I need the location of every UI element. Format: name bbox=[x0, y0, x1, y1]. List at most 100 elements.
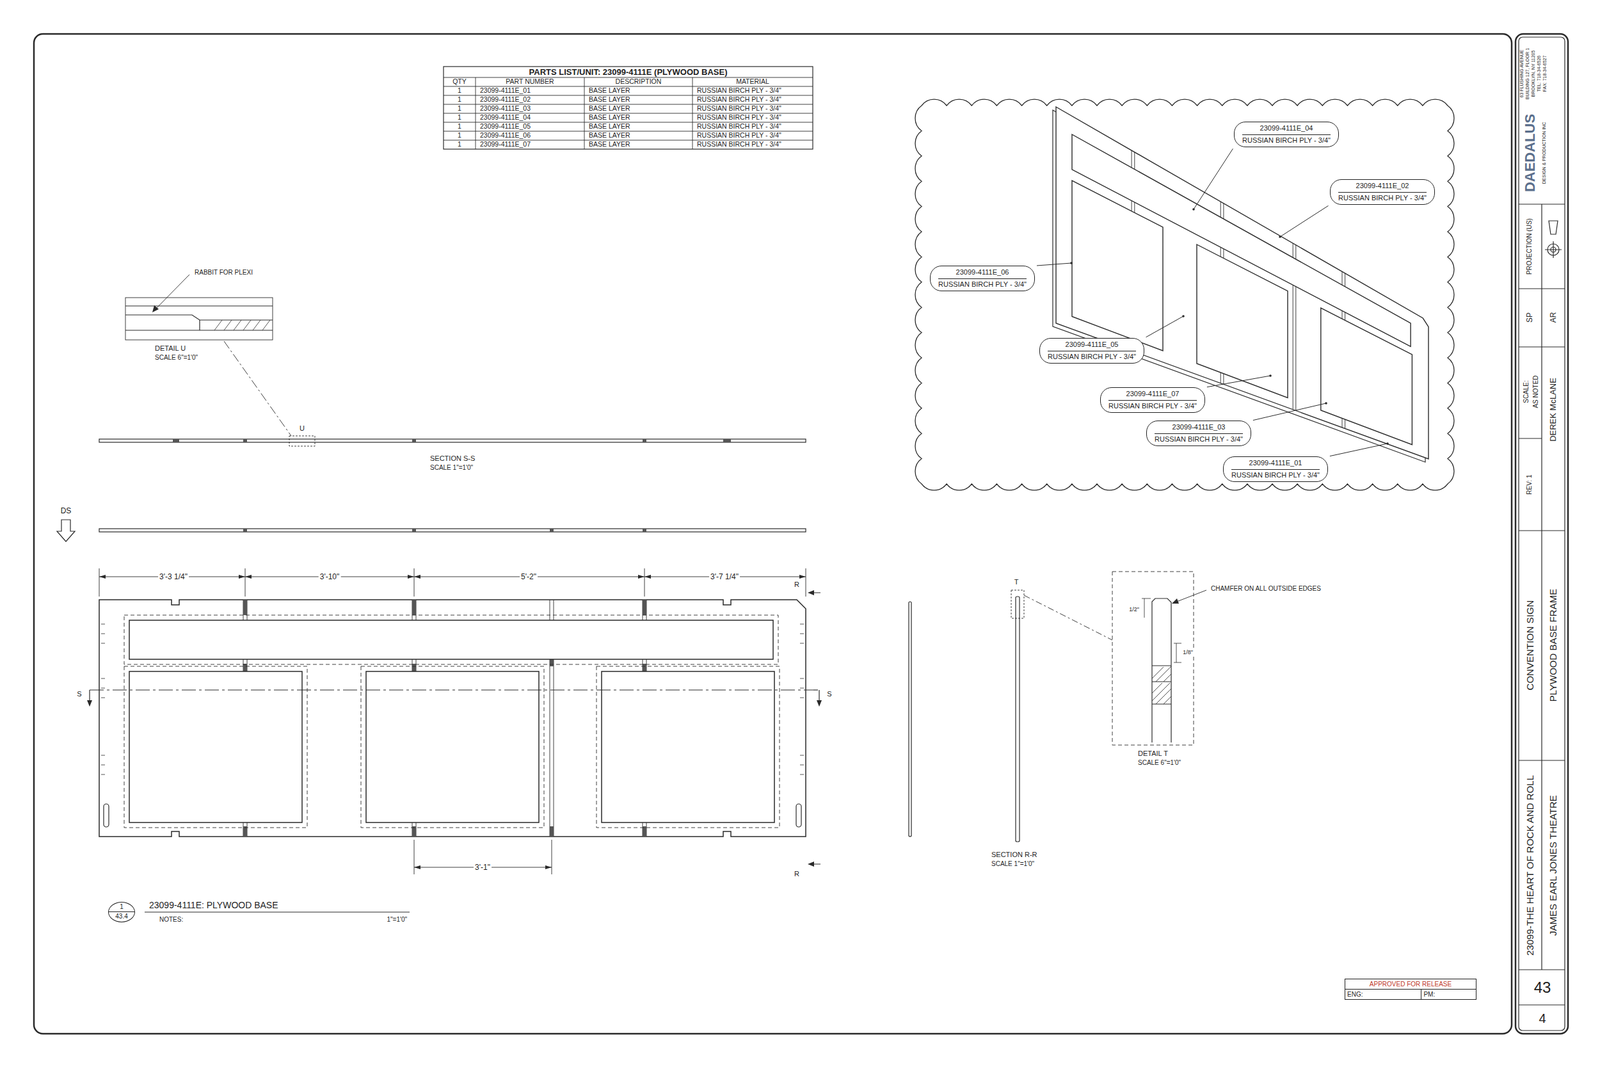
hatch bbox=[214, 320, 271, 331]
part-number: 23099-4111E_01 bbox=[1231, 458, 1320, 470]
material: RUSSIAN BIRCH PLY - 3/4" bbox=[1242, 135, 1331, 146]
drawing-name: PLYWOOD BASE FRAME bbox=[1548, 587, 1559, 703]
part-callout: 23099-4111E_05RUSSIAN BIRCH PLY - 3/4" bbox=[1039, 337, 1145, 364]
dimension-text: 3'-1" bbox=[473, 863, 492, 872]
leader-dot bbox=[1182, 314, 1185, 318]
dimension-line bbox=[99, 568, 806, 875]
leader-arrowhead bbox=[152, 305, 159, 313]
window-opening bbox=[366, 671, 539, 823]
table-cell: 1 bbox=[456, 87, 463, 95]
title-block-frame bbox=[1518, 37, 1565, 1031]
iso-panel-edge bbox=[1052, 110, 1426, 463]
part-number: 23099-4111E_05 bbox=[1047, 339, 1136, 352]
callout-leader bbox=[1329, 443, 1388, 457]
table-cell: 1 bbox=[456, 104, 463, 112]
revision-label: REV: 1 bbox=[1526, 472, 1534, 496]
section-title: SECTION R-R bbox=[990, 851, 1039, 859]
table-cell: 23099-4111E_07 bbox=[478, 140, 532, 148]
projection-label: PROJECTION (US) bbox=[1526, 216, 1534, 276]
detail-marker: T bbox=[1013, 578, 1021, 587]
table-cell: 1 bbox=[456, 96, 463, 104]
table-cell: 1 bbox=[456, 113, 463, 121]
part-callout: 23099-4111E_06RUSSIAN BIRCH PLY - 3/4" bbox=[929, 265, 1035, 292]
table-cell: RUSSIAN BIRCH PLY - 3/4" bbox=[695, 96, 783, 104]
table-cell: BASE LAYER bbox=[587, 96, 632, 104]
callout-leader bbox=[1146, 316, 1184, 338]
window-opening bbox=[129, 671, 303, 823]
hatch bbox=[1152, 666, 1172, 704]
table-header: MATERIAL bbox=[734, 78, 771, 86]
cutting-plane-line bbox=[89, 689, 820, 690]
approval-text: APPROVED FOR RELEASE bbox=[1345, 979, 1476, 990]
side-profile bbox=[908, 601, 912, 837]
approval-row: ENG:PM: bbox=[1345, 989, 1476, 1000]
cutting-plane-arrow bbox=[89, 592, 821, 864]
table-header: QTY bbox=[451, 78, 468, 86]
checker-initials: AR bbox=[1549, 311, 1558, 325]
mounting-slot bbox=[796, 803, 802, 827]
material: RUSSIAN BIRCH PLY - 3/4" bbox=[938, 279, 1027, 290]
company-address: BROOKLYN, NY 11205 bbox=[1530, 49, 1536, 99]
rabbet-line bbox=[124, 615, 779, 665]
leader-arrowhead bbox=[1171, 598, 1179, 604]
dimension-line bbox=[1141, 598, 1182, 663]
base-outline bbox=[99, 599, 806, 837]
dimension-text: 3'-10" bbox=[318, 572, 342, 582]
leader-dot bbox=[1269, 374, 1272, 377]
dimension-text: 3'-7 1/4" bbox=[709, 572, 740, 582]
table-cell: BASE LAYER bbox=[587, 122, 632, 130]
section-joint bbox=[172, 439, 731, 532]
table-cell: BASE LAYER bbox=[587, 104, 632, 112]
approval-box: APPROVED FOR RELEASEENG:PM: bbox=[1344, 978, 1477, 1000]
view-scale: 1"=1'0" bbox=[385, 916, 409, 924]
detail-frame bbox=[1112, 571, 1194, 745]
part-callout: 23099-4111E_02RUSSIAN BIRCH PLY - 3/4" bbox=[1329, 179, 1435, 205]
part-callout: 23099-4111E_03RUSSIAN BIRCH PLY - 3/4" bbox=[1146, 420, 1252, 447]
leader-dot bbox=[1192, 208, 1195, 211]
designer-name: DEREK McLANE bbox=[1548, 376, 1558, 443]
table-header: DESCRIPTION bbox=[614, 78, 664, 86]
material: RUSSIAN BIRCH PLY - 3/4" bbox=[1108, 400, 1197, 411]
section-strip bbox=[99, 439, 806, 443]
venue-name: JAMES EARL JONES THEATRE bbox=[1548, 793, 1559, 937]
table-cell: RUSSIAN BIRCH PLY - 3/4" bbox=[695, 122, 783, 130]
detail-marker-box bbox=[289, 435, 315, 447]
table-cell: 1 bbox=[456, 122, 463, 130]
dimension-text: 1/8" bbox=[1181, 649, 1195, 656]
view-title-underline bbox=[144, 911, 410, 912]
parts-table-frame bbox=[443, 66, 813, 150]
company-address: 63 FLUSHING AVENUE bbox=[1519, 48, 1524, 100]
dowel-mark bbox=[101, 624, 804, 775]
detail-profile bbox=[125, 305, 273, 331]
projection-symbol bbox=[1550, 247, 1556, 253]
leader-line bbox=[154, 274, 190, 310]
table-cell: 23099-4111E_06 bbox=[478, 131, 532, 139]
table-cell: RUSSIAN BIRCH PLY - 3/4" bbox=[695, 131, 783, 139]
table-title: PARTS LIST/UNIT: 23099-4111E (PLYWOOD BA… bbox=[528, 67, 729, 77]
detail-marker: U bbox=[298, 424, 306, 433]
leader-dot bbox=[1386, 442, 1389, 445]
material: RUSSIAN BIRCH PLY - 3/4" bbox=[1154, 433, 1243, 445]
material: RUSSIAN BIRCH PLY - 3/4" bbox=[1047, 351, 1136, 362]
detail-title: DETAIL U bbox=[153, 344, 187, 353]
view-reference: 1 bbox=[108, 902, 135, 912]
table-cell: BASE LAYER bbox=[587, 113, 632, 121]
sheet-border bbox=[33, 33, 1512, 1034]
rabbet-line bbox=[360, 666, 544, 828]
band-opening bbox=[129, 620, 774, 660]
scale-value: AS NOTED bbox=[1532, 373, 1540, 409]
detail-chain-line bbox=[224, 341, 292, 436]
detail-profile bbox=[1152, 598, 1172, 743]
direction-label: DS bbox=[59, 506, 73, 516]
window-opening bbox=[601, 671, 775, 823]
table-cell: 23099-4111E_03 bbox=[478, 104, 532, 112]
material: RUSSIAN BIRCH PLY - 3/4" bbox=[1231, 469, 1320, 480]
part-number: 23099-4111E_02 bbox=[1338, 181, 1427, 193]
leader-line bbox=[1175, 590, 1207, 603]
section-scale: SCALE 1"=1'0" bbox=[990, 860, 1036, 868]
note-heading: NOTES: bbox=[158, 916, 185, 924]
projection-symbol bbox=[1544, 220, 1562, 258]
table-cell: 23099-4111E_01 bbox=[478, 87, 532, 95]
cutting-plane-arrowhead bbox=[87, 590, 822, 867]
